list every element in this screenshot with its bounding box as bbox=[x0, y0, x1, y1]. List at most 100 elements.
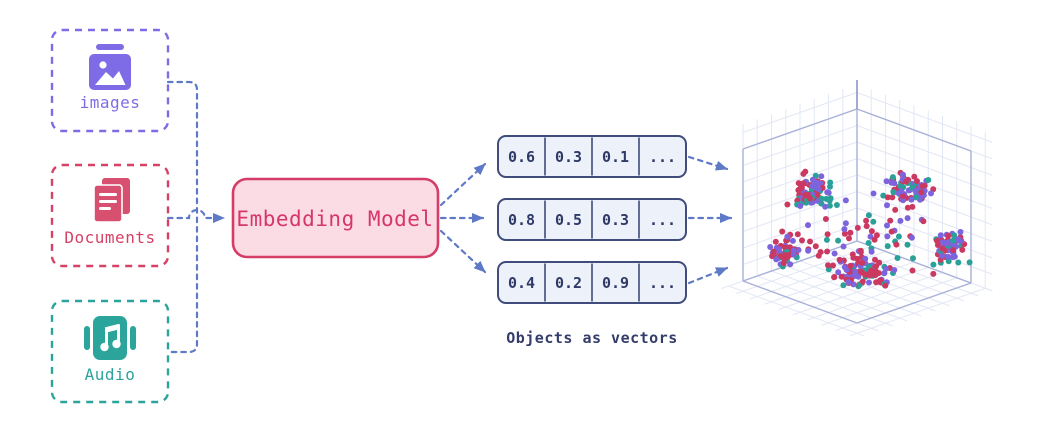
scatter-point bbox=[873, 232, 880, 239]
scatter-point bbox=[887, 217, 894, 224]
scatter-point bbox=[836, 256, 843, 263]
scatter-point bbox=[770, 248, 777, 255]
model-to-vector3-connector bbox=[439, 229, 487, 274]
scatter-point bbox=[895, 233, 902, 240]
documents-to-model-connector bbox=[166, 208, 226, 223]
scatter-cube-edges bbox=[742, 80, 972, 324]
source-label-documents: Documents bbox=[64, 228, 155, 247]
scatter-point bbox=[787, 261, 794, 268]
connector-lines bbox=[166, 80, 733, 354]
vector-cell: 0.4 bbox=[508, 274, 535, 292]
scatter-point bbox=[925, 177, 932, 183]
scatter-point bbox=[852, 268, 859, 275]
scatter-point bbox=[799, 237, 805, 244]
scatter-point bbox=[928, 190, 934, 197]
scatter-point bbox=[908, 196, 915, 203]
scatter-point bbox=[800, 180, 807, 187]
scatter-point bbox=[873, 263, 880, 270]
scatter-point bbox=[966, 259, 973, 266]
scatter-point bbox=[805, 247, 812, 254]
scatter-point bbox=[797, 203, 804, 209]
vector3-to-plot-connector bbox=[687, 266, 729, 285]
audio-icon bbox=[84, 316, 136, 360]
scatter-point bbox=[898, 188, 905, 195]
scatter-point bbox=[849, 251, 856, 258]
scatter-point bbox=[890, 189, 897, 196]
scatter-point bbox=[835, 237, 842, 244]
source-box-audio: Audio bbox=[50, 299, 170, 404]
scatter-point bbox=[779, 228, 786, 235]
vector1-to-plot-connector bbox=[687, 155, 729, 171]
scatter-point bbox=[769, 253, 776, 260]
scatter-point bbox=[881, 270, 888, 277]
scatter-point bbox=[894, 255, 901, 261]
scatter-point bbox=[904, 215, 911, 222]
scatter-point bbox=[824, 248, 831, 255]
source-box-documents: Documents bbox=[50, 163, 170, 268]
scatter-point bbox=[846, 235, 852, 242]
scatter-point bbox=[893, 241, 900, 248]
scatter-point bbox=[882, 282, 889, 289]
scatter-point bbox=[930, 270, 937, 277]
scatter-point bbox=[904, 204, 911, 211]
source-label-audio: Audio bbox=[85, 365, 136, 384]
scatter-point bbox=[790, 247, 797, 254]
scatter-point bbox=[912, 194, 919, 201]
scatter-point bbox=[918, 189, 925, 196]
scatter-point bbox=[897, 183, 904, 190]
scatter-point bbox=[883, 178, 890, 185]
scatter-point bbox=[865, 212, 872, 219]
scatter-point bbox=[919, 183, 926, 189]
scatter-point bbox=[897, 217, 904, 224]
scatter-point bbox=[841, 230, 848, 237]
scatter-point bbox=[862, 255, 869, 262]
scatter-point bbox=[888, 179, 895, 186]
scatter-point bbox=[773, 256, 780, 263]
scatter-point bbox=[818, 195, 825, 202]
scatter-point bbox=[805, 222, 811, 229]
scatter-point bbox=[892, 206, 899, 213]
scatter-point bbox=[847, 229, 854, 236]
scatter-point bbox=[784, 233, 791, 240]
scatter-point bbox=[794, 231, 801, 238]
scatter-point bbox=[951, 232, 957, 239]
image-icon bbox=[89, 44, 131, 90]
embedding-model-box: Embedding Model bbox=[231, 177, 440, 259]
scatter-point bbox=[825, 262, 831, 269]
scatter-point bbox=[945, 258, 952, 265]
scatter-point bbox=[826, 202, 833, 209]
scatter-point bbox=[859, 259, 866, 266]
scatter-point bbox=[871, 236, 878, 243]
vector-cell: 0.1 bbox=[602, 148, 629, 166]
vector-cell: 0.5 bbox=[555, 211, 582, 229]
scatter-point bbox=[797, 185, 804, 192]
scatter-point bbox=[789, 237, 796, 244]
scatter-point bbox=[781, 256, 788, 263]
scatter-point bbox=[822, 203, 829, 210]
scatter-point bbox=[767, 244, 774, 250]
vector-cell: 0.3 bbox=[555, 148, 582, 166]
scatter-point bbox=[818, 173, 825, 180]
scatter-point bbox=[823, 236, 830, 243]
scatter-point bbox=[868, 248, 875, 255]
vector-cell: 0.2 bbox=[555, 274, 582, 292]
scatter-point bbox=[809, 176, 816, 183]
vector-cell: 0.6 bbox=[508, 148, 535, 166]
scatter-point bbox=[889, 174, 896, 181]
vector-row-2: 0.8 0.5 0.3 ... bbox=[497, 198, 687, 241]
scatter-point bbox=[806, 195, 813, 202]
vector-row-1: 0.6 0.3 0.1 ... bbox=[497, 135, 687, 178]
scatter-point bbox=[914, 178, 920, 185]
scatter-point bbox=[939, 252, 946, 259]
scatter-point bbox=[814, 191, 821, 198]
scatter-point bbox=[822, 216, 829, 222]
scatter-point bbox=[830, 262, 836, 269]
source-label-images: images bbox=[80, 93, 141, 112]
scatter-point bbox=[833, 202, 840, 208]
embedding-model-label: Embedding Model bbox=[236, 207, 433, 231]
scatter-point bbox=[831, 250, 838, 257]
merge-connector bbox=[166, 80, 199, 354]
scatter-point bbox=[912, 187, 919, 194]
